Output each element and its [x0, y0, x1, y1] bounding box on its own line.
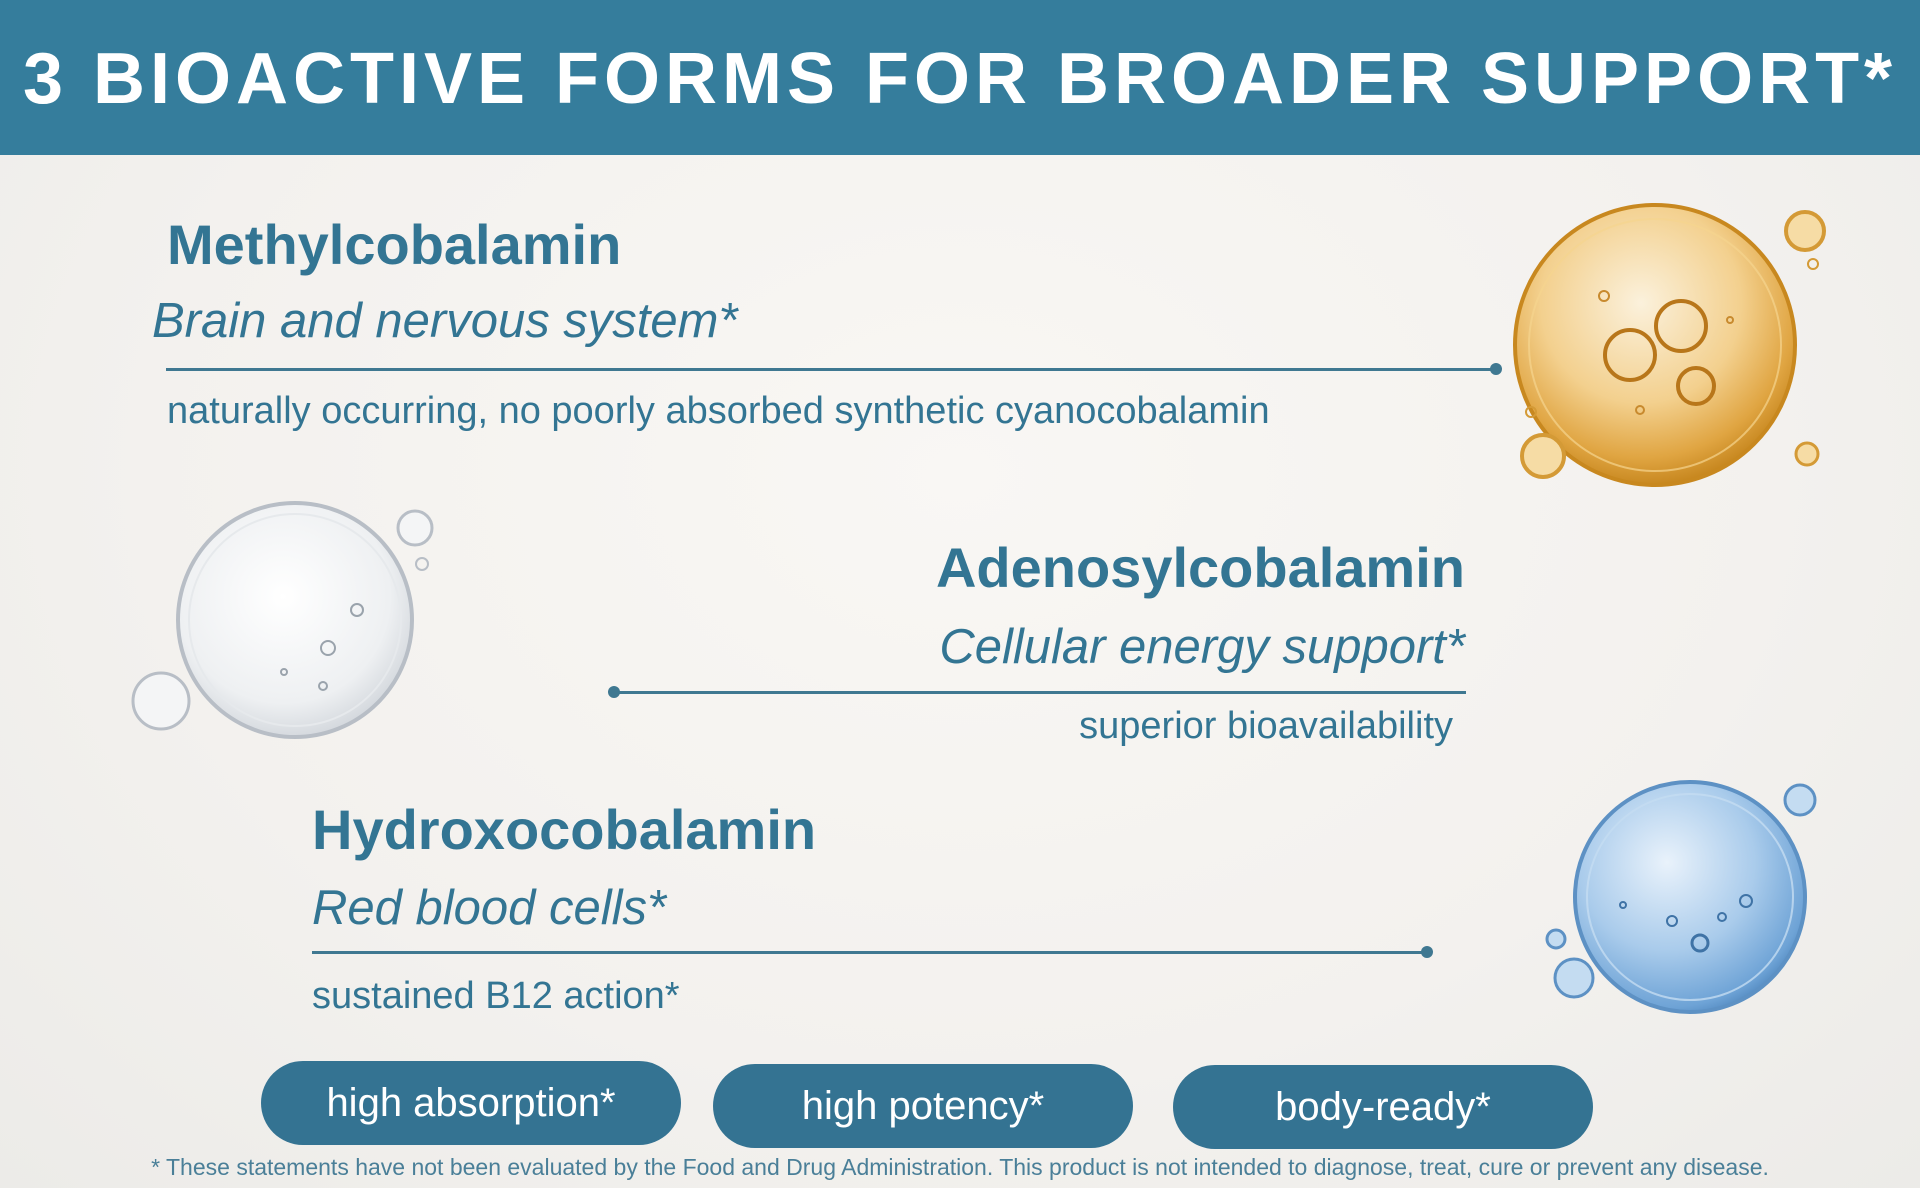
- badge-label: body-ready*: [1275, 1084, 1491, 1129]
- badge-body-ready: body-ready*: [1173, 1065, 1593, 1149]
- badge-high-potency: high potency*: [713, 1064, 1133, 1148]
- form-note-methylcobalamin: naturally occurring, no poorly absorbed …: [167, 390, 1270, 432]
- form-name-adenosylcobalamin: Adenosylcobalamin: [935, 536, 1465, 599]
- form-note-adenosylcobalamin: superior bioavailability: [1079, 705, 1453, 747]
- badge-label: high absorption*: [326, 1080, 616, 1125]
- form-benefit-hydroxocobalamin: Red blood cells*: [312, 881, 667, 935]
- gold-serum-bubble-illustration: [1513, 203, 1826, 487]
- divider-endpoint-dot: [1490, 363, 1502, 375]
- form-name-hydroxocobalamin: Hydroxocobalamin: [312, 798, 817, 861]
- form-benefit-adenosylcobalamin: Cellular energy support*: [939, 620, 1465, 674]
- header-banner: 3 BIOACTIVE FORMS FOR BROADER SUPPORT*: [0, 0, 1920, 155]
- blue-serum-bubble-illustration: [1545, 780, 1817, 1014]
- badge-high-absorption: high absorption*: [261, 1061, 681, 1145]
- clear-serum-bubble-illustration: [131, 501, 434, 739]
- form-name-methylcobalamin: Methylcobalamin: [167, 213, 622, 276]
- badge-label: high potency*: [801, 1083, 1045, 1128]
- divider-line-methylcobalamin: [166, 368, 1496, 371]
- divider-line-adenosylcobalamin: [612, 691, 1466, 694]
- divider-line-hydroxocobalamin: [312, 951, 1428, 954]
- fda-disclaimer: * These statements have not been evaluat…: [151, 1154, 1769, 1180]
- form-benefit-methylcobalamin: Brain and nervous system*: [152, 294, 738, 348]
- divider-endpoint-dot: [1421, 946, 1433, 958]
- page-title: 3 BIOACTIVE FORMS FOR BROADER SUPPORT*: [22, 38, 1898, 119]
- form-note-hydroxocobalamin: sustained B12 action*: [312, 975, 680, 1017]
